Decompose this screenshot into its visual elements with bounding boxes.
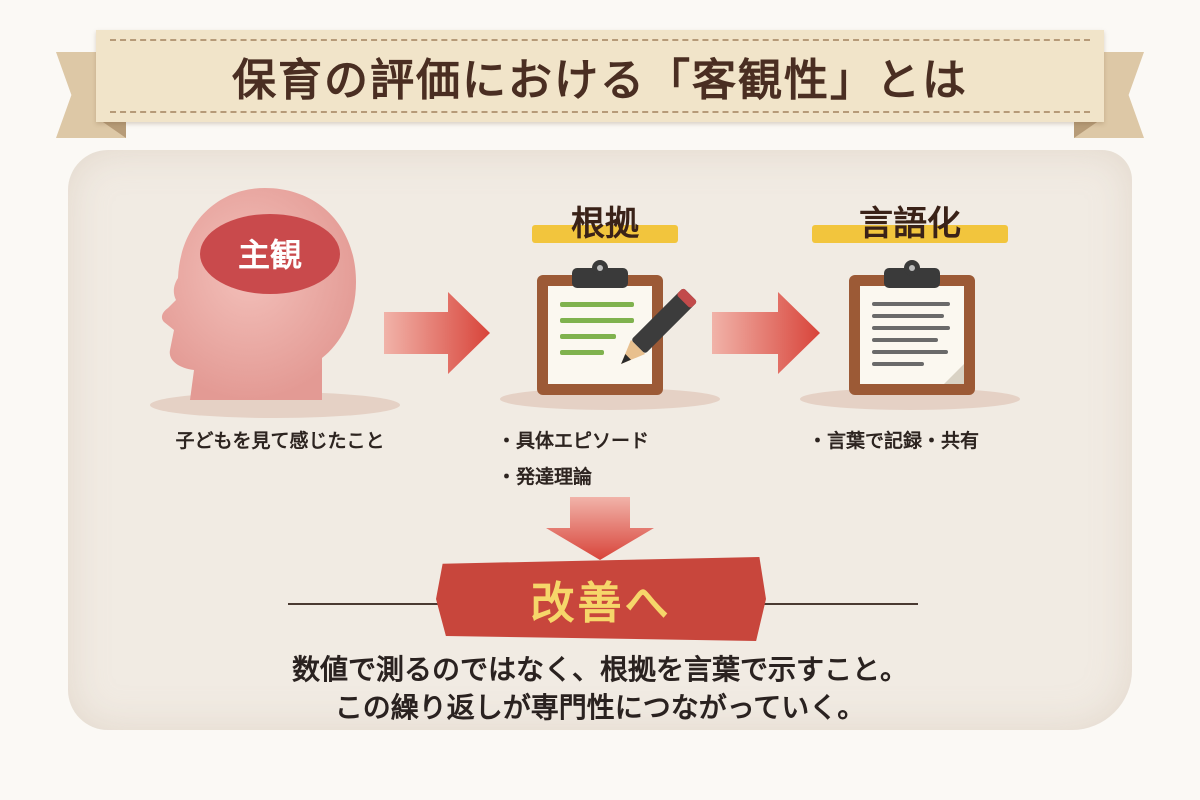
brain-icon [200,214,340,294]
verbalize-item-1: ・言葉で記録・共有 [808,430,980,452]
page-title: 保育の評価における「客観性」とは [232,55,968,106]
evidence-highlight [532,225,678,243]
verbalize-label: 言語化 [859,204,961,244]
evidence-label: 根拠 [571,204,639,244]
evidence-item-2: ・発達理論 [497,466,593,488]
head-label: 主観 [237,236,302,274]
evidence-label-wrap: 根拠 [532,196,678,245]
evidence-item-1: ・具体エピソード [497,430,650,452]
title-ribbon: 保育の評価における「客観性」とは [96,30,1104,122]
improve-banner [436,557,766,641]
head-caption: 子どもを見て感じたこと [175,430,385,452]
divider-left [288,603,448,605]
verbalize-label-wrap: 言語化 [812,196,1008,245]
summary-line-1: 数値で測るのではなく、根拠を言葉で示すこと。 [291,653,908,686]
verbalize-highlight [812,225,1008,243]
summary-line-2: この繰り返しが専門性につながっていく。 [334,691,866,724]
divider-right [758,603,918,605]
improve-label: 改善へ [530,578,672,629]
